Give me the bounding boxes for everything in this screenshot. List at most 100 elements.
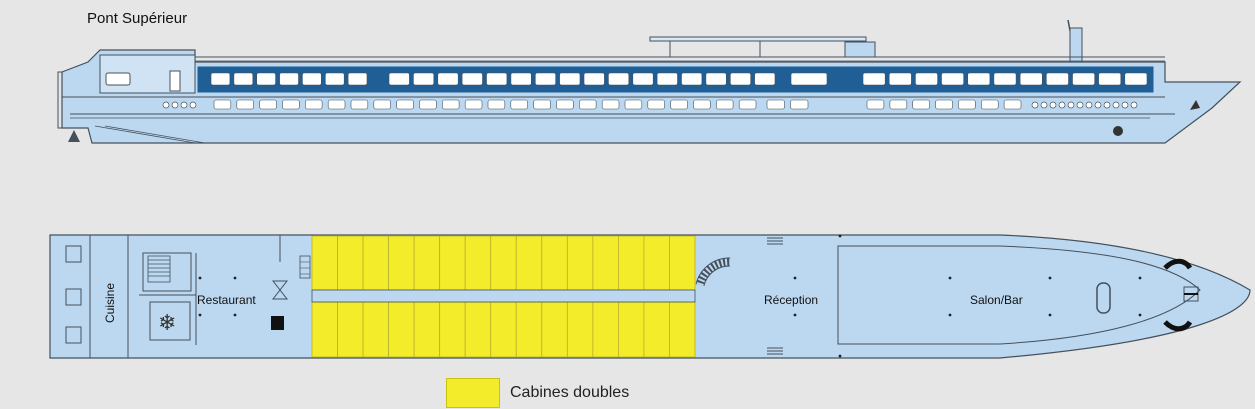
window [487, 99, 506, 110]
window [738, 99, 757, 110]
cabin-double [515, 301, 543, 358]
lower-windows [213, 99, 1022, 110]
window [915, 72, 938, 86]
cabin-double [618, 301, 645, 358]
window [1098, 72, 1122, 86]
porthole [180, 101, 188, 109]
window [681, 72, 703, 86]
snowflake-icon: ❄ [158, 310, 176, 335]
window [534, 72, 556, 86]
stairs-kitchen [148, 259, 170, 277]
porthole [1130, 101, 1138, 109]
cabin-double [592, 235, 619, 291]
window [866, 99, 885, 110]
window [935, 99, 953, 110]
cabin-double [669, 235, 696, 291]
cabin-double [669, 301, 696, 358]
cabin-double [541, 235, 568, 291]
window [1072, 72, 1096, 86]
window [413, 72, 435, 86]
window [304, 99, 323, 110]
deck-title: Pont Supérieur [87, 10, 188, 27]
porthole [1103, 101, 1111, 109]
window [624, 99, 643, 110]
cabin-double [490, 235, 517, 291]
window [993, 72, 1017, 86]
kitchen-area: ❄ [65, 235, 197, 358]
cabin-double [439, 301, 466, 358]
cabin-double [388, 235, 415, 291]
window [461, 72, 483, 86]
porthole [162, 101, 170, 109]
cabin-double [643, 301, 670, 358]
porthole [1031, 101, 1039, 109]
sun-deck-canopy [649, 36, 876, 58]
cabin-double [464, 301, 492, 358]
cabin-double [388, 301, 415, 358]
portholes [162, 101, 1138, 109]
window [347, 72, 368, 86]
porthole [1112, 101, 1120, 109]
window [888, 72, 912, 86]
window [256, 72, 276, 86]
room-label-reception: Réception [764, 293, 818, 307]
window [373, 99, 391, 110]
window [259, 99, 277, 110]
porthole [189, 101, 197, 109]
window [958, 99, 976, 110]
cabin-double [362, 301, 390, 358]
porthole [1049, 101, 1057, 109]
spiral-staircase [695, 257, 731, 287]
cabin-grid [311, 235, 696, 358]
room-label-restaurant: Restaurant [197, 293, 256, 307]
legend: Cabines doubles [446, 378, 629, 408]
cabin-double [311, 301, 338, 358]
porthole [1040, 101, 1048, 109]
window [510, 99, 528, 110]
window [754, 72, 776, 86]
cabin-double [618, 235, 645, 291]
cabin-double [490, 301, 517, 358]
window [350, 99, 369, 110]
window [889, 99, 908, 110]
restaurant-fixtures [198, 235, 311, 330]
bow-seating [1163, 258, 1193, 332]
window [441, 99, 460, 110]
window [790, 72, 828, 86]
porthole [1085, 101, 1093, 109]
window [210, 72, 231, 86]
window [464, 99, 483, 110]
room-label-kitchen: Cuisine [103, 283, 117, 323]
window [729, 72, 751, 86]
window [608, 72, 630, 86]
window [437, 72, 459, 86]
legend-swatch [446, 378, 500, 408]
window [632, 72, 654, 86]
cabin-double [439, 235, 466, 291]
window [705, 72, 727, 86]
window [396, 99, 414, 110]
window [279, 72, 299, 86]
window [510, 72, 532, 86]
window [1019, 72, 1043, 86]
window [533, 99, 551, 110]
window [693, 99, 711, 110]
cabin-double [413, 235, 441, 291]
cabin-double [311, 235, 338, 291]
cabin-double [515, 235, 543, 291]
window [670, 99, 688, 110]
cabin-double [566, 301, 594, 358]
window [656, 72, 678, 86]
legend-label: Cabines doubles [510, 384, 630, 401]
window [766, 99, 785, 110]
window [715, 99, 734, 110]
window [1124, 72, 1148, 86]
window [862, 72, 886, 86]
stairs-top [767, 237, 783, 245]
window [578, 99, 597, 110]
window [233, 72, 254, 86]
salon-outline [837, 245, 1201, 345]
mast [1067, 19, 1083, 63]
window [213, 99, 232, 110]
cabin-double [413, 301, 441, 358]
